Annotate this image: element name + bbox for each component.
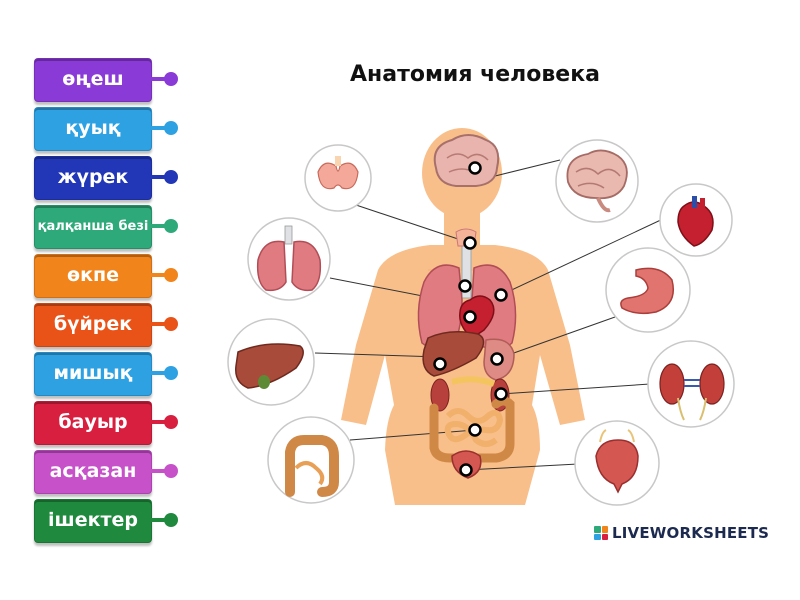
label-tag-text: ішектер xyxy=(48,509,138,532)
answer-target-dot[interactable] xyxy=(463,236,477,250)
logo-square xyxy=(601,526,608,533)
label-tag-text: асқазан xyxy=(49,460,137,483)
label-tag-text: өңеш xyxy=(62,68,124,91)
tag-connector xyxy=(150,175,168,179)
answer-target-dot[interactable] xyxy=(490,352,504,366)
label-tag-text: бауыр xyxy=(58,411,128,434)
label-tag-text: қуық xyxy=(65,117,121,140)
answer-target-dot[interactable] xyxy=(468,423,482,437)
label-tag[interactable]: ішектер xyxy=(34,499,152,543)
label-tag-text: қалқанша безі xyxy=(37,218,149,234)
tag-connector-knob[interactable] xyxy=(164,219,178,233)
tag-connector xyxy=(150,126,168,130)
organ-circle-liver xyxy=(227,318,315,406)
tag-connector xyxy=(150,77,168,81)
answer-target-dot[interactable] xyxy=(459,463,473,477)
tag-connector xyxy=(150,371,168,375)
label-tag[interactable]: өңеш xyxy=(34,58,152,102)
pointer-lines xyxy=(314,159,666,471)
organ-circle-brain xyxy=(555,139,639,223)
tag-connector-knob[interactable] xyxy=(164,268,178,282)
organ-circle-heart xyxy=(659,183,733,257)
organ-circle-stomach xyxy=(605,247,691,333)
logo-square xyxy=(601,533,608,540)
answer-target-dot[interactable] xyxy=(468,161,482,175)
answer-target-dot[interactable] xyxy=(433,357,447,371)
internal-organs xyxy=(417,134,517,479)
organ-callouts xyxy=(227,139,735,506)
label-tag[interactable]: бауыр xyxy=(34,401,152,445)
tag-connector xyxy=(150,273,168,277)
tag-connector-knob[interactable] xyxy=(164,366,178,380)
tag-connector-knob[interactable] xyxy=(164,513,178,527)
organ-circle-lungs xyxy=(247,217,331,301)
tag-connector-knob[interactable] xyxy=(164,464,178,478)
tag-connector-knob[interactable] xyxy=(164,170,178,184)
diagram-title: Анатомия человека xyxy=(350,62,600,87)
tag-connector xyxy=(150,469,168,473)
tag-connector-knob[interactable] xyxy=(164,415,178,429)
answer-target-dot[interactable] xyxy=(458,279,472,293)
label-tag-text: мишық xyxy=(53,362,133,385)
liveworksheets-logo: LIVEWORKSHEETS xyxy=(594,524,769,542)
organ-circle-thyroid xyxy=(304,144,372,212)
label-tag[interactable]: өкпе xyxy=(34,254,152,298)
label-tag[interactable]: мишық xyxy=(34,352,152,396)
label-tag[interactable]: жүрек xyxy=(34,156,152,200)
label-tag[interactable]: бүйрек xyxy=(34,303,152,347)
tag-connector-knob[interactable] xyxy=(164,72,178,86)
label-tag-text: бүйрек xyxy=(53,313,133,336)
answer-target-dot[interactable] xyxy=(494,387,508,401)
answer-target-dot[interactable] xyxy=(463,310,477,324)
label-tag-text: жүрек xyxy=(57,166,129,189)
label-tag-text: өкпе xyxy=(67,264,119,287)
logo-square xyxy=(594,526,601,533)
tag-connector xyxy=(150,224,168,228)
label-tag[interactable]: асқазан xyxy=(34,450,152,494)
tag-connector-knob[interactable] xyxy=(164,317,178,331)
tag-connector-knob[interactable] xyxy=(164,121,178,135)
organ-circle-kidneys xyxy=(647,340,735,428)
organ-circle-bladder xyxy=(574,420,660,506)
logo-mark-icon xyxy=(594,526,608,540)
logo-text: LIVEWORKSHEETS xyxy=(612,524,770,542)
tag-connector xyxy=(150,322,168,326)
answer-target-dot[interactable] xyxy=(494,288,508,302)
organ-circle-intestines xyxy=(267,416,355,504)
logo-square xyxy=(594,533,601,540)
tag-connector xyxy=(150,518,168,522)
answer-targets xyxy=(433,161,508,477)
tag-connector xyxy=(150,420,168,424)
label-tag[interactable]: қуық xyxy=(34,107,152,151)
